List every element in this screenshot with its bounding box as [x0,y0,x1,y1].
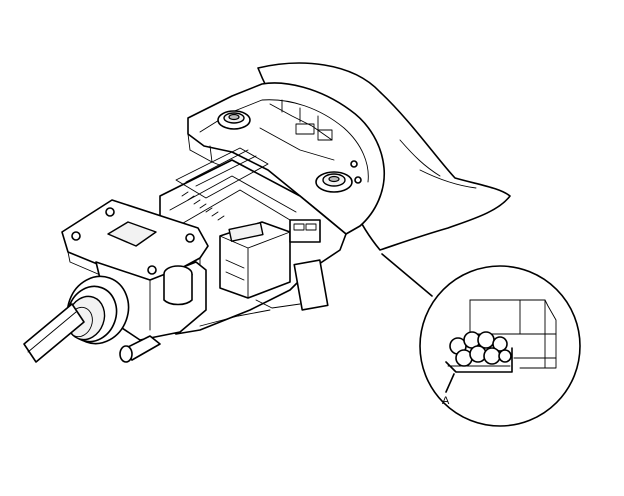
wiring-connectors [199,219,329,327]
callout-label: A [442,395,450,407]
callout-leader-line [381,253,433,297]
bracket-nut-left [217,110,251,130]
bracket-internal-ribs [259,99,335,161]
steering-shaft [23,303,85,363]
bracket-nut-right [315,160,362,193]
detail-callout: A [419,265,581,427]
control-module [219,221,291,299]
lower-bolt [119,335,161,363]
wire-bundle [445,331,513,373]
